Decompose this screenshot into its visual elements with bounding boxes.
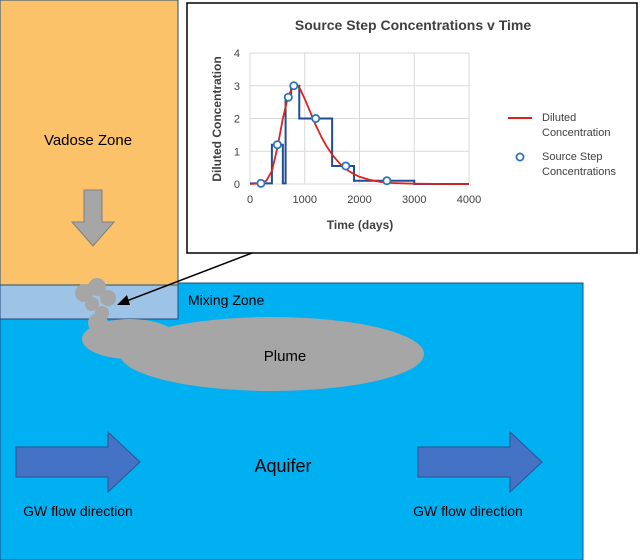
source-step-marker	[285, 94, 292, 101]
source-step-marker	[274, 141, 281, 148]
legend-marker-swatch	[516, 153, 523, 160]
plume-label: Plume	[264, 348, 307, 365]
chart-x-tick-label: 1000	[293, 194, 317, 206]
chart-x-tick-label: 3000	[402, 194, 426, 206]
mixing-zone-label: Mixing Zone	[188, 292, 264, 308]
chart-x-tick-label: 2000	[347, 194, 371, 206]
chart-title: Source Step Concentrations v Time	[295, 17, 531, 33]
source-step-marker	[342, 162, 349, 169]
source-step-marker	[290, 82, 297, 89]
chart-x-axis-label: Time (days)	[327, 218, 393, 232]
source-step-marker	[312, 115, 319, 122]
chart-y-axis-label: Diluted Concentration	[210, 56, 224, 181]
source-step-marker	[383, 177, 390, 184]
vadose-zone-label: Vadose Zone	[44, 132, 132, 149]
gw-flow-left-label: GW flow direction	[23, 503, 133, 519]
chart-y-tick-label: 3	[234, 81, 240, 93]
source-step-marker	[257, 180, 264, 187]
chart-y-tick-label: 4	[234, 48, 240, 60]
gw-flow-right-label: GW flow direction	[413, 503, 523, 519]
chart-y-tick-label: 0	[234, 179, 240, 191]
chart-x-tick-label: 4000	[457, 194, 481, 206]
aquifer-label: Aquifer	[254, 456, 311, 476]
chart-x-tick-label: 0	[247, 194, 253, 206]
chart-y-tick-label: 2	[234, 114, 240, 126]
chart-y-tick-label: 1	[234, 146, 240, 158]
